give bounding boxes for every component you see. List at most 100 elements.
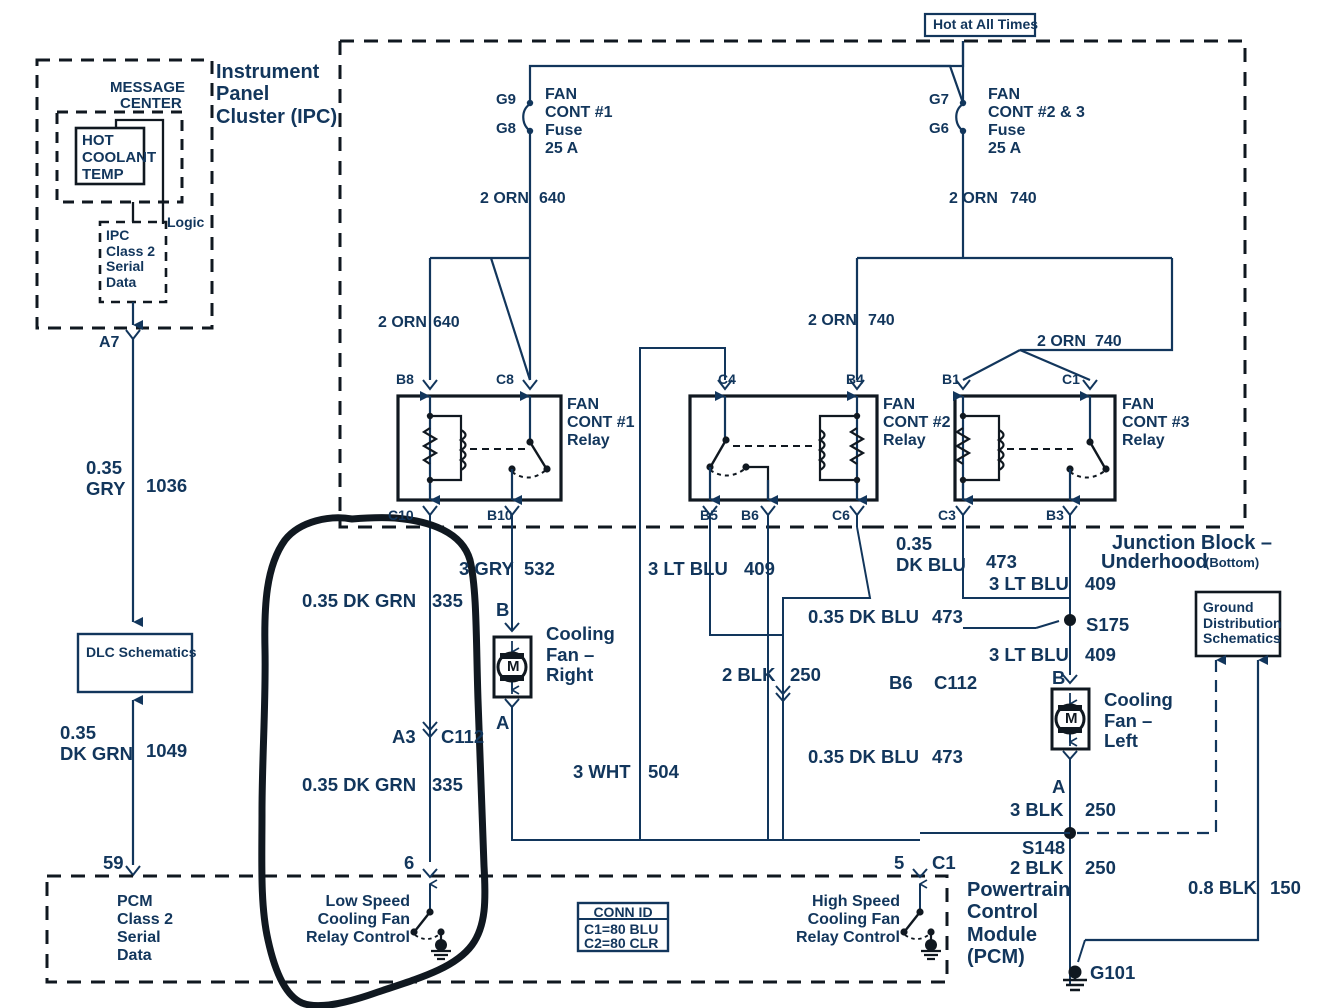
circuit-gry-532: 532 — [524, 558, 555, 579]
relay-fan-cont-2 — [688, 379, 879, 517]
circuit-ltblu-409-top: 409 — [744, 558, 775, 579]
conn-a3: A3 — [392, 726, 416, 747]
fan-left-pin-b: B — [1052, 667, 1066, 688]
dlc-schematics-box — [76, 632, 194, 694]
cooling-fan-left — [1050, 674, 1091, 985]
ground-g101-label: G101 — [1090, 962, 1136, 983]
circuit-wht-504: 504 — [648, 761, 679, 782]
fuse-1-pin-bottom: G8 — [496, 120, 517, 137]
conn-id-box — [576, 901, 670, 953]
hot-coolant-temp-indicator: HOT COOLANT TEMP — [82, 132, 157, 183]
junction-block-line2: Underhood — [1101, 551, 1208, 573]
conn-b6: B6 — [889, 672, 913, 693]
wire-ltblu-409-mid: 3 LT BLU — [989, 573, 1069, 594]
ipc-title: Instrument Panel Cluster (IPC) — [216, 61, 338, 128]
conn-id-row-2: C2=80 CLR — [584, 935, 659, 951]
wire-gry-532: 3 GRY — [459, 558, 514, 579]
feed-circuit-740-a: 740 — [868, 312, 895, 329]
circuit-gry-1036: 1036 — [146, 475, 188, 496]
conn-c112-b6: C112 — [934, 672, 978, 693]
circuit-ltblu-409-low: 409 — [1085, 644, 1116, 665]
wire-dkblu-473-a: 0.35 DK BLU — [896, 533, 966, 575]
wire-blk-150: 0.8 BLK — [1188, 877, 1257, 898]
splice-s148-label: S148 — [1022, 837, 1066, 858]
wire-gry-1036: 0.35 GRY — [86, 457, 126, 499]
ipc-enclosure — [35, 58, 214, 627]
relay2-pin-b5: B5 — [700, 507, 718, 523]
cooling-fan-left-label: Cooling Fan – Left — [1104, 689, 1173, 752]
feed-circuit-740-b: 740 — [1095, 333, 1122, 350]
pcm-high-speed-label: High Speed Cooling Fan Relay Control — [795, 893, 900, 946]
fuse-2-circuit: 740 — [1010, 190, 1037, 207]
c3-ltblu-wire — [962, 515, 1070, 599]
b5-output-wire — [709, 515, 783, 636]
fan-left-motor-symbol: M — [1065, 710, 1078, 727]
feed-wire-640: 2 ORN — [378, 314, 427, 331]
ground-distribution-box — [1194, 590, 1282, 658]
ground-g101 — [1063, 939, 1087, 992]
wire-ltblu-409-top: 3 LT BLU — [648, 558, 728, 579]
pcm-pin-5: 5 — [894, 852, 905, 873]
circuit-ltblu-409-mid: 409 — [1085, 573, 1116, 594]
wire-blk-250-fanleft: 3 BLK — [1010, 799, 1064, 820]
conn-id-row-1: C1=80 BLU — [584, 921, 659, 937]
hot-at-all-times-label: Hot at All Times — [933, 16, 1039, 32]
pcm-title: Powertrain Control Module (PCM) — [967, 879, 1071, 969]
orn-740-branches — [855, 256, 1174, 382]
ground-distribution-label: Ground Distribution Schematics — [1203, 599, 1282, 647]
relay-fan-cont-3 — [953, 379, 1117, 517]
feed-wire-740-a: 2 ORN — [808, 312, 857, 329]
wire-dkgrn-335-upper: 0.35 DK GRN — [302, 590, 417, 611]
wire-ltblu-409-low: 3 LT BLU — [989, 644, 1069, 665]
circuit-dkblu-473-b: 473 — [932, 606, 963, 627]
cooling-fan-right-label: Cooling Fan – Right — [546, 623, 615, 686]
ipc-pin-a7: A7 — [99, 334, 120, 351]
junction-block-enclosure — [338, 39, 1247, 529]
fuse-2-name: FAN CONT #2 & 3 Fuse 25 A — [988, 86, 1085, 157]
fan-right-pin-b: B — [496, 599, 510, 620]
circuit-dkgrn-335-upper: 335 — [432, 590, 463, 611]
wire-dkgrn-335-lower: 0.35 DK GRN — [302, 774, 417, 795]
pcm-pin-59: 59 — [103, 852, 124, 873]
circuit-dkblu-473-c: 473 — [932, 746, 963, 767]
logic-label: Logic — [167, 214, 205, 230]
wire-dkgrn-1049: 0.35 DK GRN — [60, 722, 133, 764]
fuse-2-wire: 2 ORN — [949, 190, 998, 207]
relay-fan-cont-1 — [396, 379, 563, 862]
conn-id-header: CONN ID — [593, 904, 653, 920]
relay1-pin-c8: C8 — [496, 371, 514, 387]
wire-dkblu-473-c: 0.35 DK BLU — [808, 746, 920, 767]
c4-feed-wire — [639, 347, 920, 841]
junction-block-suffix: (Bottom) — [1205, 555, 1260, 570]
feed-wire-740-b: 2 ORN — [1037, 333, 1086, 350]
relay3-pin-c1: C1 — [1062, 371, 1080, 387]
fuse-1-circuit: 640 — [539, 190, 566, 207]
feed-circuit-640: 640 — [433, 314, 460, 331]
relay3-pin-c3: C3 — [938, 507, 956, 523]
message-center-line2: CENTER — [120, 95, 182, 112]
relay2-pin-b6: B6 — [741, 507, 759, 523]
splice-s175-label: S175 — [1086, 614, 1130, 635]
fan-right-motor-symbol: M — [507, 658, 520, 675]
relay1-pin-b8: B8 — [396, 371, 414, 387]
relay1-pin-c10: C10 — [388, 507, 414, 523]
hot-at-all-times-box — [923, 12, 1037, 38]
relay3-name: FAN CONT #3 Relay — [1122, 396, 1190, 449]
circuit-blk-150: 150 — [1270, 877, 1301, 898]
fan-left-pin-a: A — [1052, 776, 1066, 797]
dlc-schematics-label: DLC Schematics — [86, 644, 197, 660]
cooling-fan-right — [492, 622, 640, 841]
relay1-name: FAN CONT #1 Relay — [567, 396, 635, 449]
pcm-conn-c1: C1 — [932, 852, 956, 873]
wire-blk-250-left: 2 BLK — [722, 664, 776, 685]
circuit-blk-250-left: 250 — [790, 664, 821, 685]
pcm-low-speed-driver — [410, 884, 451, 961]
wire-wht-504: 3 WHT — [573, 761, 631, 782]
wire-dkblu-473-b: 0.35 DK BLU — [808, 606, 920, 627]
relay3-pin-b1: B1 — [942, 371, 960, 387]
circuit-dkgrn-1049: 1049 — [146, 740, 188, 761]
splice-s175-dot — [1064, 614, 1076, 626]
handdrawn-circle-annotation — [258, 514, 489, 1008]
fuse-1-wire: 2 ORN — [480, 190, 529, 207]
